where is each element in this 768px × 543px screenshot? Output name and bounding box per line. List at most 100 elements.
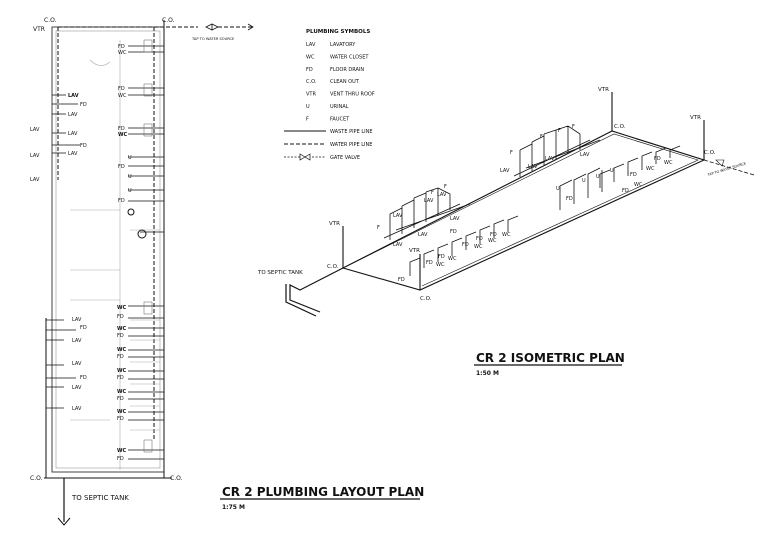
- wc-fixture-icon: [143, 83, 153, 97]
- label-wc: WC: [117, 368, 127, 374]
- label-wc: WC: [117, 448, 127, 454]
- iso-septic-bend: [285, 284, 317, 317]
- wc-fixture-icon: [143, 301, 153, 315]
- legend-symbol-code: VTR: [306, 92, 316, 98]
- label-wc: WC: [474, 244, 483, 250]
- floor-drain-icon: [137, 229, 147, 239]
- label-fd: FD: [117, 333, 124, 339]
- isometric-plan-labels: VTR VTR VTR VTR C.O. C.O. C.O. C.O. TO S…: [257, 87, 746, 377]
- label-co: C.O.: [614, 124, 626, 130]
- septic-arrow: [57, 517, 71, 526]
- label-wc: WC: [646, 166, 655, 172]
- label-u: U: [128, 155, 132, 161]
- label-fd: FD: [462, 242, 469, 248]
- label-wc: WC: [488, 238, 497, 244]
- gate-valve-icon: [715, 159, 725, 167]
- legend-symbol-code: U: [306, 104, 310, 110]
- label-septic: TO SEPTIC TANK: [257, 270, 303, 276]
- legend-symbol-code: LAV: [306, 42, 316, 48]
- label-fd: FD: [117, 416, 124, 422]
- legend-symbol-code: C.O.: [306, 79, 317, 85]
- label-fd: FD: [80, 325, 87, 331]
- label-wc: WC: [117, 409, 127, 415]
- label-fd: FD: [630, 172, 637, 178]
- label-lav: LAV: [68, 93, 79, 99]
- wc-fixture-icon: [143, 123, 153, 137]
- water-source-arrow: [247, 23, 254, 31]
- label-lav: LAV: [500, 168, 510, 174]
- label-wc: WC: [117, 347, 127, 353]
- label-co: C.O.: [327, 264, 339, 270]
- label-lav: LAV: [68, 112, 78, 118]
- layout-plan-title: CR 2 PLUMBING LAYOUT PLAN: [222, 485, 424, 499]
- label-vtr: VTR: [329, 221, 340, 227]
- label-co: C.O.: [162, 17, 175, 24]
- label-lav: LAV: [72, 406, 82, 412]
- iso-lav-cluster: [513, 125, 601, 177]
- label-vtr: VTR: [690, 115, 701, 121]
- iso-inner-line: [346, 133, 699, 287]
- label-u: U: [610, 168, 614, 174]
- label-fd: FD: [117, 375, 124, 381]
- isometric-plan: [285, 92, 755, 366]
- label-vtr: VTR: [598, 87, 609, 93]
- label-fd: FD: [117, 354, 124, 360]
- label-f: F: [540, 134, 543, 140]
- gate-valve-icon: [299, 153, 311, 161]
- label-fd: FD: [117, 314, 124, 320]
- label-fd: FD: [118, 44, 125, 50]
- label-f: F: [558, 128, 561, 134]
- label-lav: LAV: [30, 127, 40, 133]
- label-wc: WC: [436, 262, 445, 268]
- legend-line-desc: WATER PIPE LINE: [330, 142, 372, 148]
- label-septic: TO SEPTIC TANK: [71, 494, 129, 502]
- label-fd: FD: [118, 164, 125, 170]
- legend-symbol-desc: LAVATORY: [330, 42, 356, 48]
- partitions-lower: [70, 299, 160, 470]
- label-fd: FD: [426, 260, 433, 266]
- label-lav: LAV: [528, 164, 538, 170]
- legend-symbol-desc: URINAL: [330, 104, 349, 110]
- iso-septic-line: [289, 267, 344, 313]
- label-co: C.O.: [44, 17, 57, 24]
- label-co: C.O.: [420, 296, 432, 302]
- label-fd: FD: [117, 396, 124, 402]
- label-lav: LAV: [72, 385, 82, 391]
- legend-symbol-code: WC: [306, 54, 315, 60]
- label-f: F: [572, 124, 575, 130]
- label-wc: WC: [634, 182, 643, 188]
- label-u: U: [596, 174, 600, 180]
- fixture-branches: [46, 45, 164, 460]
- layout-plan: [44, 20, 420, 526]
- label-f: F: [431, 190, 434, 196]
- label-co: C.O.: [30, 475, 43, 482]
- label-u: U: [128, 174, 132, 180]
- label-fd: FD: [80, 102, 87, 108]
- legend-line-desc: WASTE PIPE LINE: [330, 129, 372, 135]
- legend-symbol-desc: FAUCET: [330, 116, 350, 122]
- label-lav: LAV: [437, 192, 447, 198]
- label-wc: WC: [117, 326, 127, 332]
- label-lav: LAV: [30, 153, 40, 159]
- label-wc: WC: [117, 389, 127, 395]
- label-fd: FD: [654, 156, 661, 162]
- label-fd: FD: [118, 198, 125, 204]
- legend-symbol-desc: FLOOR DRAIN: [330, 67, 364, 73]
- legend-symbol-code: FD: [306, 67, 313, 73]
- label-lav: LAV: [30, 177, 40, 183]
- label-fd: FD: [622, 188, 629, 194]
- label-wc: WC: [118, 132, 128, 138]
- label-lav: LAV: [68, 131, 78, 137]
- label-wc: WC: [117, 305, 127, 311]
- label-wc: WC: [118, 93, 127, 99]
- label-lav: LAV: [68, 151, 78, 157]
- label-fd: FD: [118, 126, 125, 132]
- label-u: U: [128, 188, 132, 194]
- label-fd: FD: [80, 143, 87, 149]
- legend-line-desc: GATE VALVE: [330, 155, 360, 161]
- label-fd: FD: [438, 254, 445, 260]
- label-f: F: [377, 225, 380, 231]
- label-wc: WC: [502, 232, 511, 238]
- label-wc: WC: [118, 50, 127, 56]
- label-fd: FD: [490, 232, 497, 238]
